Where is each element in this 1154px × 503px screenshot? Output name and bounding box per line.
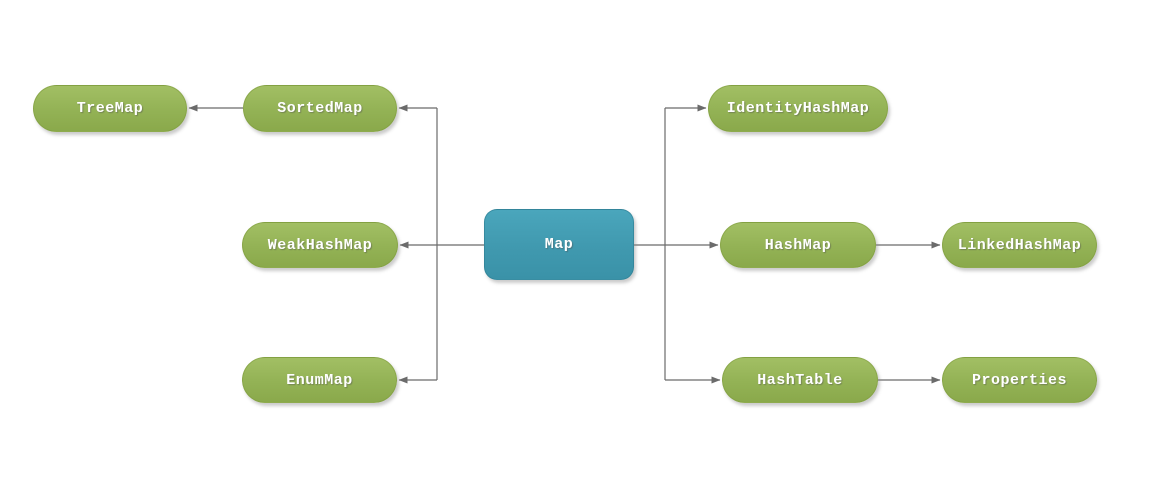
node-enummap-label: EnumMap xyxy=(286,371,353,389)
node-sortedmap-label: SortedMap xyxy=(277,100,363,117)
node-treemap-label: TreeMap xyxy=(76,100,144,117)
node-hashtable: HashTable xyxy=(722,357,878,403)
node-linkedhashmap-label: LinkedHashMap xyxy=(957,236,1082,254)
node-identityhashmap-label: IdentityHashMap xyxy=(726,100,870,117)
node-map: Map xyxy=(484,209,634,280)
node-properties-label: Properties xyxy=(971,371,1067,389)
node-weakhashmap: WeakHashMap xyxy=(242,222,398,268)
node-hashmap: HashMap xyxy=(720,222,876,268)
node-hashmap-label: HashMap xyxy=(764,236,832,254)
node-weakhashmap-label: WeakHashMap xyxy=(267,236,373,254)
node-enummap: EnumMap xyxy=(242,357,397,403)
node-map-label: Map xyxy=(544,236,574,253)
node-identityhashmap: IdentityHashMap xyxy=(708,85,888,132)
node-properties: Properties xyxy=(942,357,1097,403)
node-linkedhashmap: LinkedHashMap xyxy=(942,222,1097,268)
node-treemap: TreeMap xyxy=(33,85,187,132)
node-sortedmap: SortedMap xyxy=(243,85,397,132)
node-hashtable-label: HashTable xyxy=(757,371,843,389)
